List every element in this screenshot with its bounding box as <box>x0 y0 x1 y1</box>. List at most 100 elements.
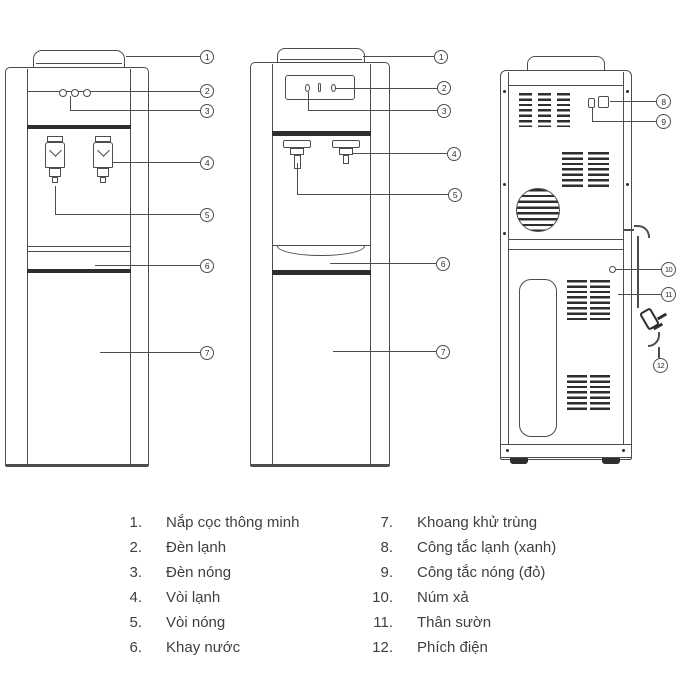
legend-number: 10. <box>372 589 393 606</box>
frame-rail-right <box>623 72 624 445</box>
leader-line <box>28 91 200 92</box>
legend-label: Khay nước <box>166 639 241 656</box>
vent-grille <box>562 152 583 189</box>
side-seam-left <box>272 64 273 464</box>
legend-item: 6. Khay nước <box>112 635 299 660</box>
legend-number: 3. <box>129 564 142 581</box>
callout-circle: 6 <box>200 259 214 273</box>
hot-tap-body <box>93 142 113 168</box>
callout-circle: 4 <box>447 147 461 161</box>
callout-circle: 7 <box>436 345 450 359</box>
legend-column-left: 1. Nắp cọc thông minh 2. Đèn lạnh 3. Đèn… <box>112 510 299 660</box>
door-recess <box>519 279 557 437</box>
legend-item: 8. Công tắc lạnh (xanh) <box>363 535 556 560</box>
panel-top-line <box>509 85 624 86</box>
cold-tap-nozzle <box>52 177 58 183</box>
hot-tap-plate <box>332 140 360 148</box>
legend-label: Đèn lạnh <box>166 539 227 556</box>
legend-label: Nắp cọc thông minh <box>166 514 300 531</box>
leader-line <box>592 107 593 122</box>
legend-item: 7. Khoang khử trùng <box>363 510 556 535</box>
vent-grille <box>590 375 610 410</box>
drip-tray-line <box>27 251 131 252</box>
cabinet-body <box>5 67 149 467</box>
indicator-light <box>331 84 336 92</box>
leader-line <box>335 88 437 89</box>
top-cap-seam <box>280 59 362 60</box>
foot <box>602 458 620 464</box>
top-cap <box>33 50 125 68</box>
callout-circle: 10 <box>661 262 676 277</box>
leader-line <box>352 153 447 154</box>
indicator-light <box>305 84 310 92</box>
callout-circle: 12 <box>653 358 668 373</box>
legend-label: Núm xả <box>417 589 469 606</box>
panel-divider-band <box>272 131 371 136</box>
callout-circle: 1 <box>200 50 214 64</box>
callout-circle: 6 <box>436 257 450 271</box>
callout-circle: 9 <box>656 114 671 129</box>
callout-circle: 2 <box>437 81 451 95</box>
cord-hook-mount <box>624 229 634 231</box>
screw-dot <box>503 90 506 93</box>
leader-line <box>55 214 200 215</box>
hot-tap-nozzle <box>343 155 349 164</box>
legend-number: 6. <box>129 639 142 656</box>
hot-tap-lever <box>95 136 111 142</box>
leader-line <box>113 162 200 163</box>
callout-circle: 5 <box>200 208 214 222</box>
leader-line <box>363 56 434 57</box>
side-seam-left <box>27 69 28 465</box>
panel-divider-band <box>27 125 131 129</box>
legend-item: 2. Đèn lạnh <box>112 535 299 560</box>
legend-label: Vòi lạnh <box>166 589 221 606</box>
hot-tap-spout <box>97 168 109 177</box>
power-switch-hot <box>598 96 609 108</box>
drip-tray-band <box>272 270 371 275</box>
screw-dot <box>503 232 506 235</box>
foot <box>510 458 528 464</box>
power-cord <box>637 236 639 308</box>
leader-line <box>70 110 200 111</box>
legend-item: 10. Núm xả <box>363 585 556 610</box>
callout-circle: 8 <box>656 94 671 109</box>
legend-label: Phích điện <box>417 639 488 656</box>
leader-line <box>614 269 661 270</box>
callout-circle: 5 <box>448 188 462 202</box>
vent-grille <box>538 93 551 127</box>
plug-prong <box>656 312 668 321</box>
callout-circle: 4 <box>200 156 214 170</box>
vent-grille <box>590 280 610 323</box>
side-seam-right <box>370 64 371 464</box>
leader-line <box>308 110 437 111</box>
power-switch-cold <box>588 98 595 108</box>
legend-label: Công tắc nóng (đỏ) <box>417 564 546 581</box>
indicator-light <box>71 89 79 97</box>
legend-item: 9. Công tắc nóng (đỏ) <box>363 560 556 585</box>
top-cap-seam <box>36 63 122 64</box>
legend-label: Khoang khử trùng <box>417 514 538 531</box>
leader-line <box>297 194 448 195</box>
legend-number: 2. <box>129 539 142 556</box>
cord-tail <box>648 332 660 347</box>
legend-item: 11. Thân sườn <box>363 610 556 635</box>
indicator-light <box>83 89 91 97</box>
mid-divider-line <box>508 249 624 250</box>
legend-item: 3. Đèn nóng <box>112 560 299 585</box>
legend-number: 12. <box>372 639 393 656</box>
leader-line <box>330 263 436 264</box>
cold-tap-plate <box>283 140 311 148</box>
leader-line <box>308 92 309 111</box>
hot-tap-body <box>339 148 353 155</box>
fan-grille <box>516 188 560 232</box>
callout-circle: 3 <box>200 104 214 118</box>
cold-tap-body <box>45 142 65 168</box>
legend-number: 8. <box>380 539 393 556</box>
callout-circle: 2 <box>200 84 214 98</box>
leader-line <box>592 121 656 122</box>
callout-circle: 7 <box>200 346 214 360</box>
screw-dot <box>622 449 625 452</box>
hot-tap-nozzle <box>100 177 106 183</box>
leader-line <box>55 186 56 215</box>
